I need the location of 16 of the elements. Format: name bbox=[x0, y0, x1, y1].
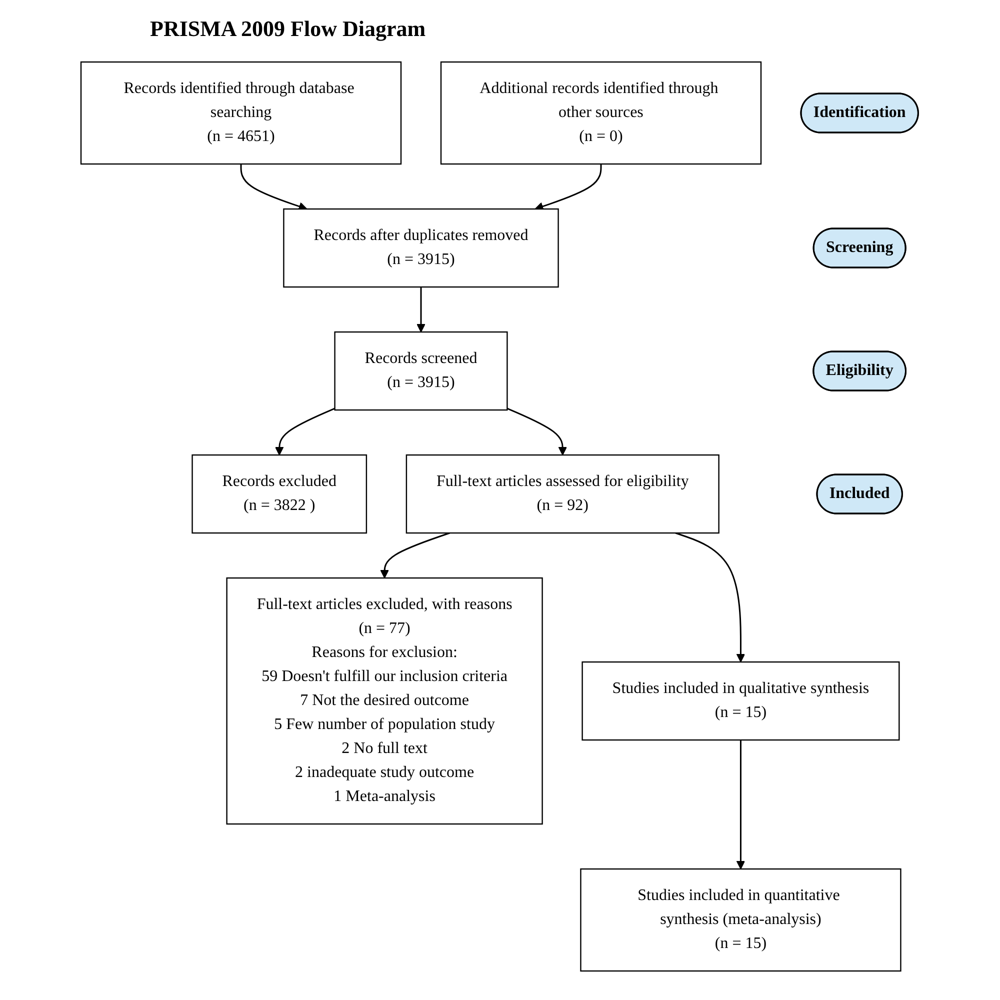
arrow bbox=[676, 532, 746, 662]
node-box: Additional records identified through other sources (n = 0) bbox=[440, 60, 762, 164]
arrow bbox=[380, 532, 450, 578]
node-box: Records excluded (n = 3822 ) bbox=[192, 454, 368, 534]
arrow bbox=[275, 407, 336, 455]
node-box: Records identified through database searching (n = 4651) bbox=[80, 60, 402, 164]
node-box: Studies included in quantitative synthesis (meta-analysis) (n = 15) bbox=[580, 868, 902, 972]
node-box: Records screened (n = 3915) bbox=[334, 330, 508, 410]
arrow bbox=[736, 740, 746, 869]
node-box: Full-text articles assessed for eligibility (n = 92) bbox=[406, 454, 720, 534]
arrow bbox=[417, 286, 426, 332]
node-box: Records after duplicates removed (n = 3915) bbox=[284, 208, 560, 288]
node-box: Studies included in qualitative synthesis (n = 15) bbox=[582, 660, 900, 740]
node-box: Full-text articles excluded, with reasons (n = 77) Reasons for exclusion: 59 Doesn't fulfill our inclusion criteria 7 Not the desired outcome 5 Few number of population study 2 No full text 2 inadequate study outcome 1 Meta-analysis bbox=[226, 576, 544, 824]
diagram-title: PRISMA 2009 Flow Diagram bbox=[150, 16, 426, 42]
arrow bbox=[507, 407, 568, 455]
